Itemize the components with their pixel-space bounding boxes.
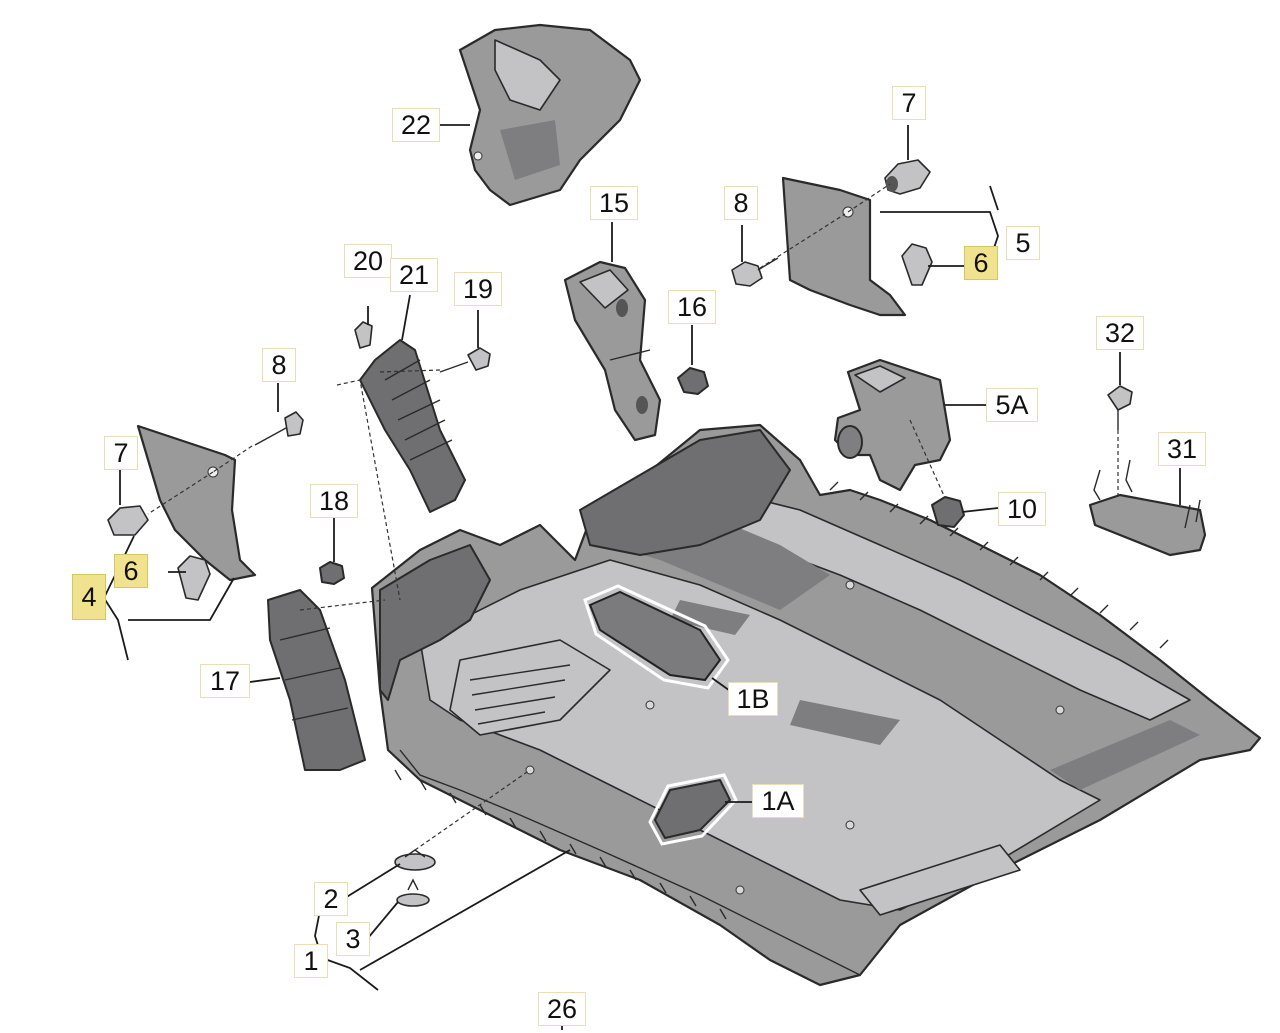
callout-8-top: 8	[724, 186, 758, 220]
pillar-part-15	[563, 260, 662, 442]
trim-part-21	[359, 339, 466, 513]
callout-1a: 1A	[752, 784, 804, 818]
callout-7-top: 7	[892, 86, 926, 120]
screw-part-19	[439, 347, 491, 373]
screw-part-32	[1107, 385, 1133, 495]
panel-part-5	[781, 176, 907, 317]
callout-3: 3	[336, 922, 370, 956]
trim-part-17	[267, 589, 366, 771]
bracket-part-22	[458, 23, 642, 207]
clip-part-20	[354, 321, 373, 349]
bracket-part-5a	[833, 358, 952, 492]
callout-6-left: 6	[114, 554, 148, 588]
plug-part-7-left	[107, 505, 149, 536]
callout-10: 10	[998, 492, 1046, 526]
callout-4: 4	[72, 574, 106, 620]
callout-1b: 1B	[728, 682, 778, 716]
callout-16: 16	[668, 290, 716, 324]
nut-part-18	[319, 561, 345, 585]
holder-part-31	[1088, 459, 1207, 557]
callout-2: 2	[314, 882, 348, 916]
plug-part-7-top	[884, 159, 931, 195]
callout-32: 32	[1096, 316, 1144, 350]
clip-part-6-top	[901, 243, 933, 286]
callout-18: 18	[310, 484, 358, 518]
nut-part-10	[931, 496, 965, 528]
pad-part-1b	[588, 590, 722, 682]
screw-part-8-top	[731, 257, 779, 287]
callout-5a: 5A	[986, 388, 1038, 422]
callout-20: 20	[344, 244, 392, 278]
callout-22: 22	[392, 108, 440, 142]
nut-part-16	[677, 367, 709, 395]
callout-1: 1	[294, 944, 328, 978]
screw-part-8-left	[254, 411, 304, 446]
callout-7-left: 7	[104, 436, 138, 470]
fastener-part-2	[394, 849, 436, 871]
callout-26: 26	[538, 992, 586, 1026]
callout-5: 5	[1006, 226, 1040, 260]
panel-part-4	[136, 424, 257, 582]
callout-15: 15	[590, 186, 638, 220]
clip-part-6-left	[177, 555, 211, 601]
callout-6-top: 6	[964, 246, 998, 280]
block-part-1a	[648, 773, 738, 846]
callout-31: 31	[1158, 432, 1206, 466]
callout-17: 17	[200, 664, 250, 698]
fastener-part-3	[396, 878, 430, 907]
callout-21: 21	[390, 258, 438, 292]
callout-8-left: 8	[262, 348, 296, 382]
callout-19: 19	[454, 272, 502, 306]
floor-mat-part-26	[370, 423, 1262, 987]
